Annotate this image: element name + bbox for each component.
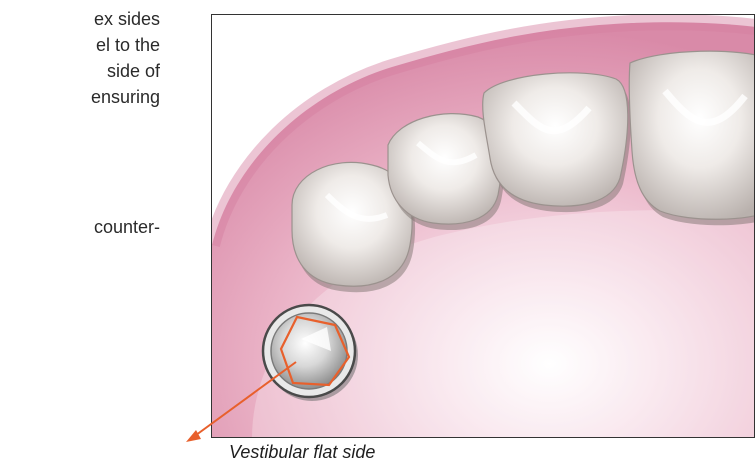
body-text-line: side of [0, 58, 160, 84]
body-text-fragment: ex sides el to the side of ensuring coun… [0, 6, 160, 240]
body-text-line: counter- [0, 214, 160, 240]
tooth [483, 73, 631, 212]
body-text-line: ensuring [0, 84, 160, 110]
dental-arch-illustration [211, 14, 755, 438]
tooth [629, 51, 755, 225]
dental-arch-drawing [212, 15, 755, 438]
figure-caption: Vestibular flat side [229, 442, 375, 463]
body-text-line: el to the [0, 32, 160, 58]
body-text-line: ex sides [0, 6, 160, 32]
